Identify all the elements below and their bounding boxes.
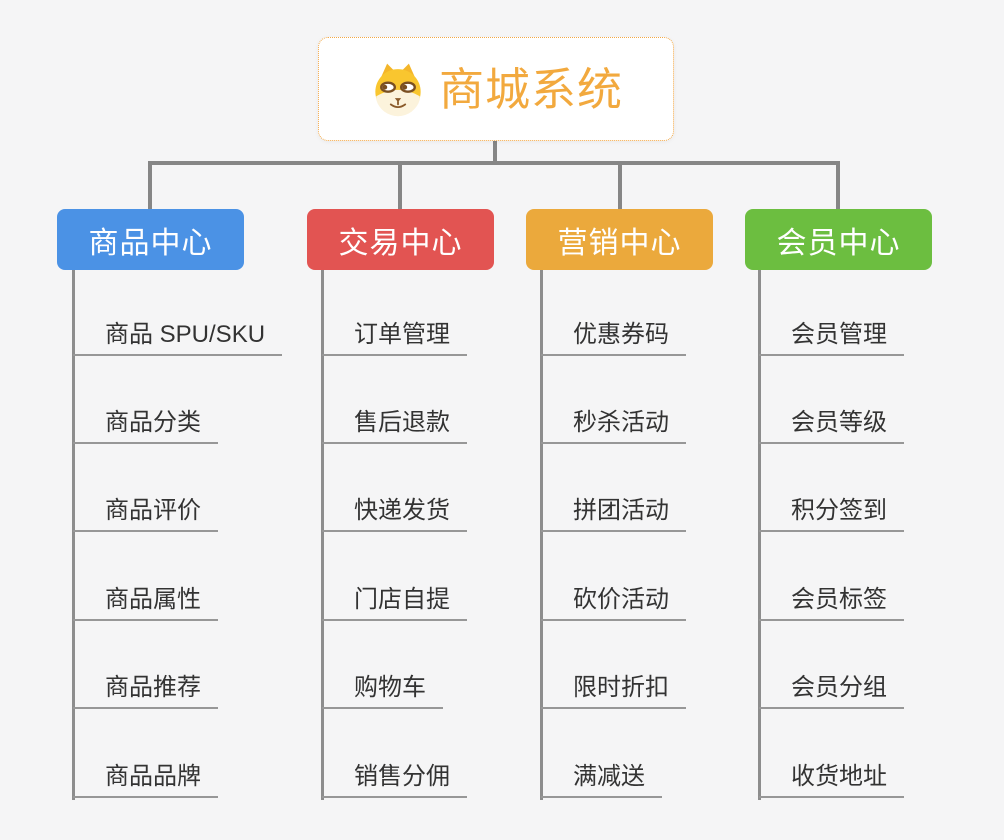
item-bargain-activity[interactable]: 砍价活动 (541, 583, 686, 621)
connector-column-product (72, 270, 75, 800)
item-product-spu-sku[interactable]: 商品 SPU/SKU (73, 318, 283, 356)
branch-trade-center[interactable]: 交易中心 (307, 209, 494, 270)
item-aftersale-refund[interactable]: 售后退款 (322, 406, 467, 444)
connector-column-trade (321, 270, 324, 800)
item-product-review[interactable]: 商品评价 (73, 494, 218, 532)
item-full-reduction[interactable]: 满减送 (541, 760, 662, 798)
item-limited-time-discount[interactable]: 限时折扣 (541, 671, 686, 709)
connector-column-marketing (540, 270, 543, 800)
item-coupon-code[interactable]: 优惠券码 (541, 318, 686, 356)
item-member-management[interactable]: 会员管理 (759, 318, 904, 356)
connector-drop-trade (398, 163, 402, 209)
item-express-delivery[interactable]: 快递发货 (322, 494, 467, 532)
item-order-management[interactable]: 订单管理 (322, 318, 467, 356)
root-title: 商城系统 (438, 63, 623, 115)
connector-drop-product (148, 163, 152, 209)
item-group-buying[interactable]: 拼团活动 (541, 494, 686, 532)
connector-root-stub (493, 141, 497, 165)
item-member-group[interactable]: 会员分组 (759, 671, 904, 709)
item-member-level[interactable]: 会员等级 (759, 406, 904, 444)
connector-horizontal-bar (148, 161, 840, 165)
connector-drop-member (836, 163, 840, 209)
item-product-category[interactable]: 商品分类 (73, 406, 218, 444)
item-member-tag[interactable]: 会员标签 (759, 583, 904, 621)
item-shipping-address[interactable]: 收货地址 (759, 760, 904, 798)
item-shopping-cart[interactable]: 购物车 (322, 671, 443, 709)
connector-drop-marketing (618, 163, 622, 209)
branch-member-center[interactable]: 会员中心 (745, 209, 932, 270)
item-store-pickup[interactable]: 门店自提 (322, 583, 467, 621)
item-product-recommend[interactable]: 商品推荐 (73, 671, 218, 709)
connector-column-member (758, 270, 761, 800)
branch-product-center[interactable]: 商品中心 (57, 209, 244, 270)
root-node-mall-system[interactable]: 商城系统 (318, 37, 674, 141)
item-flash-sale[interactable]: 秒杀活动 (541, 406, 686, 444)
item-points-checkin[interactable]: 积分签到 (759, 494, 904, 532)
item-product-brand[interactable]: 商品品牌 (73, 760, 218, 798)
shiba-dog-face-icon (369, 60, 427, 118)
item-sales-commission[interactable]: 销售分佣 (322, 760, 467, 798)
branch-marketing-center[interactable]: 营销中心 (526, 209, 713, 270)
item-product-attribute[interactable]: 商品属性 (73, 583, 218, 621)
